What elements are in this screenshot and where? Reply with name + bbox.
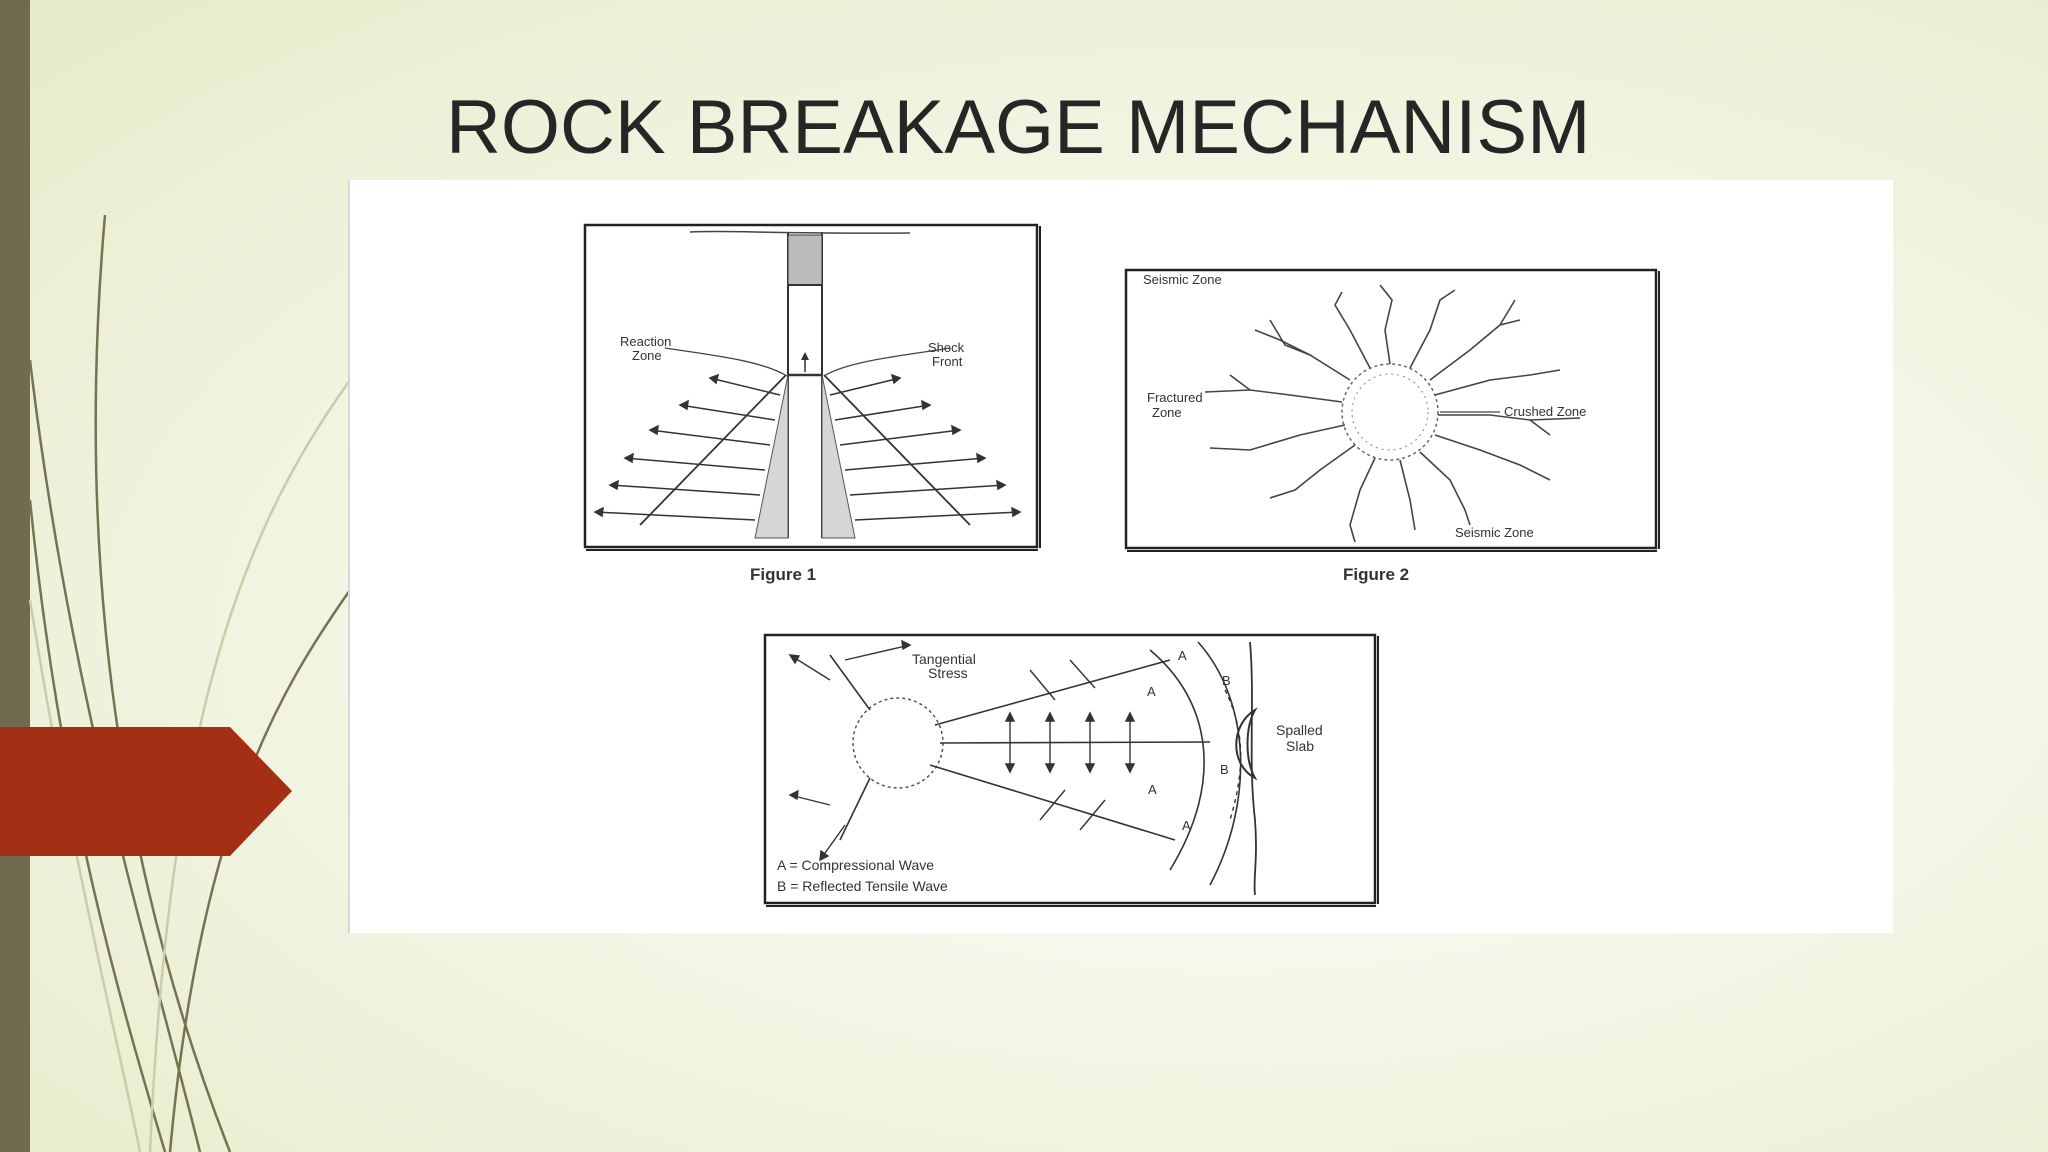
fig1-reaction-label-2: Zone [632, 348, 662, 363]
fig3-spalled-label-1: Spalled [1276, 722, 1323, 738]
fig3-tangential-label-1: Tangential [912, 651, 976, 667]
fig2-seismic-bottom: Seismic Zone [1455, 525, 1534, 540]
fig1-caption: Figure 1 [750, 565, 816, 584]
figure-3: Tangential Stress Spalled Slab A A A A B… [763, 633, 1379, 907]
fig3-wave-mark-a4: A [1182, 818, 1191, 833]
fig1-shock-label-2: Front [932, 354, 963, 369]
left-accent-bar [0, 0, 30, 1152]
fig3-wave-mark-b1: B [1222, 673, 1231, 688]
figure-panel: Reaction Zone Shock Front Figure 1 [350, 180, 1893, 933]
fig3-tangential-label-2: Stress [928, 665, 968, 681]
slide-title: ROCK BREAKAGE MECHANISM [446, 85, 1591, 170]
red-arrow-tab [0, 727, 292, 856]
figure-1: Reaction Zone Shock Front Figure 1 [583, 223, 1041, 584]
fig3-legend-b: B = Reflected Tensile Wave [777, 878, 948, 894]
rock-breakage-figures: Reaction Zone Shock Front Figure 1 [583, 223, 1660, 907]
fig2-fractured-label-1: Fractured [1147, 390, 1203, 405]
fig2-seismic-top: Seismic Zone [1143, 272, 1222, 287]
figure-2: Seismic Zone Fractured Zone Crushed Zone… [1124, 268, 1660, 584]
fig2-caption: Figure 2 [1343, 565, 1409, 584]
decorative-curves [28, 214, 352, 1152]
fig1-reaction-label-1: Reaction [620, 334, 671, 349]
fig2-crushed-label: Crushed Zone [1504, 404, 1586, 419]
fig3-wave-mark-b2: B [1220, 762, 1229, 777]
fig1-shock-label-1: Shock [928, 340, 965, 355]
fig3-spalled-label-2: Slab [1286, 738, 1314, 754]
fig3-wave-mark-a1: A [1178, 648, 1187, 663]
fig2-fractured-label-2: Zone [1152, 405, 1182, 420]
fig3-wave-mark-a3: A [1148, 782, 1157, 797]
fig3-wave-mark-a2: A [1147, 684, 1156, 699]
fig3-legend-a: A = Compressional Wave [777, 857, 934, 873]
